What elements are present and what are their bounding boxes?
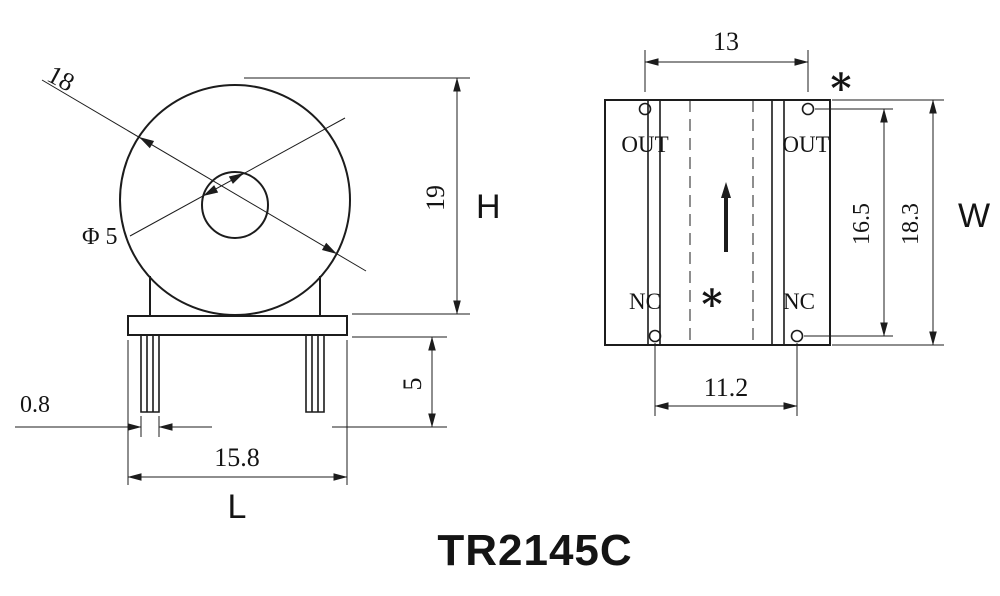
dim-hole-diameter: Φ 5 — [82, 117, 346, 250]
dim-row-span-text: 16.5 — [849, 203, 875, 245]
dim-row-span: 16.5 — [804, 108, 893, 337]
polarity-star-outer: * — [831, 65, 852, 112]
dim-pin-pitch: 15.8 L — [127, 340, 348, 526]
dim-bottom-pitch: 11.2 — [654, 343, 798, 416]
pin-label-out-left: OUT — [621, 132, 668, 157]
dim-pin-width-text: 0.8 — [20, 392, 50, 418]
height-symbol: H — [476, 188, 501, 226]
core-center-hole — [201, 171, 269, 239]
arrowhead — [321, 242, 337, 254]
hidden-edges — [689, 100, 754, 345]
part-number: TR2145C — [437, 526, 632, 575]
dim-outer-diameter-text: 18 — [43, 60, 80, 98]
arrowhead — [139, 137, 155, 149]
pin-hole-top-left — [638, 102, 652, 116]
front-view: 18 Φ 5 19 H 5 0 — [15, 60, 501, 526]
dim-pin-length: 5 — [332, 336, 447, 428]
arrowhead — [228, 173, 244, 184]
dim-pin-width: 0.8 — [15, 392, 212, 437]
dim-pin-pitch-text: 15.8 — [214, 443, 260, 472]
package-outline — [604, 99, 831, 346]
pin-label-out-right: OUT — [782, 132, 829, 157]
direction-arrow — [721, 182, 731, 252]
pin-label-nc-right: NC — [783, 289, 815, 314]
dim-overall-width-text: 18.3 — [898, 203, 924, 245]
dim-height: 19 H — [244, 77, 501, 315]
dim-overall-width: 18.3 W — [832, 99, 990, 346]
pin-hole-bottom-right — [790, 329, 804, 343]
dim-bottom-pitch-text: 11.2 — [704, 373, 749, 402]
pin-hole-bottom-left — [648, 329, 662, 343]
base-plinth — [127, 276, 348, 336]
core-outer-circle — [119, 84, 351, 316]
pins-front — [140, 335, 325, 413]
arrowhead — [203, 185, 219, 196]
pin-hole-top-right — [801, 102, 815, 116]
width-symbol: W — [958, 197, 990, 235]
dim-top-pitch: 13 — [644, 27, 809, 92]
dim-height-text: 19 — [421, 185, 450, 211]
pin-label-nc-left: NC — [629, 289, 661, 314]
pin-columns — [647, 100, 785, 345]
polarity-star-inner: * — [702, 281, 723, 328]
dim-top-pitch-text: 13 — [713, 27, 739, 56]
length-symbol: L — [228, 488, 247, 526]
dim-hole-diameter-text: Φ 5 — [82, 224, 118, 250]
bottom-view: OUT OUT NC NC * * 13 16.5 — [604, 27, 990, 416]
dim-pin-length-text: 5 — [398, 378, 427, 391]
arrowhead — [721, 182, 731, 198]
